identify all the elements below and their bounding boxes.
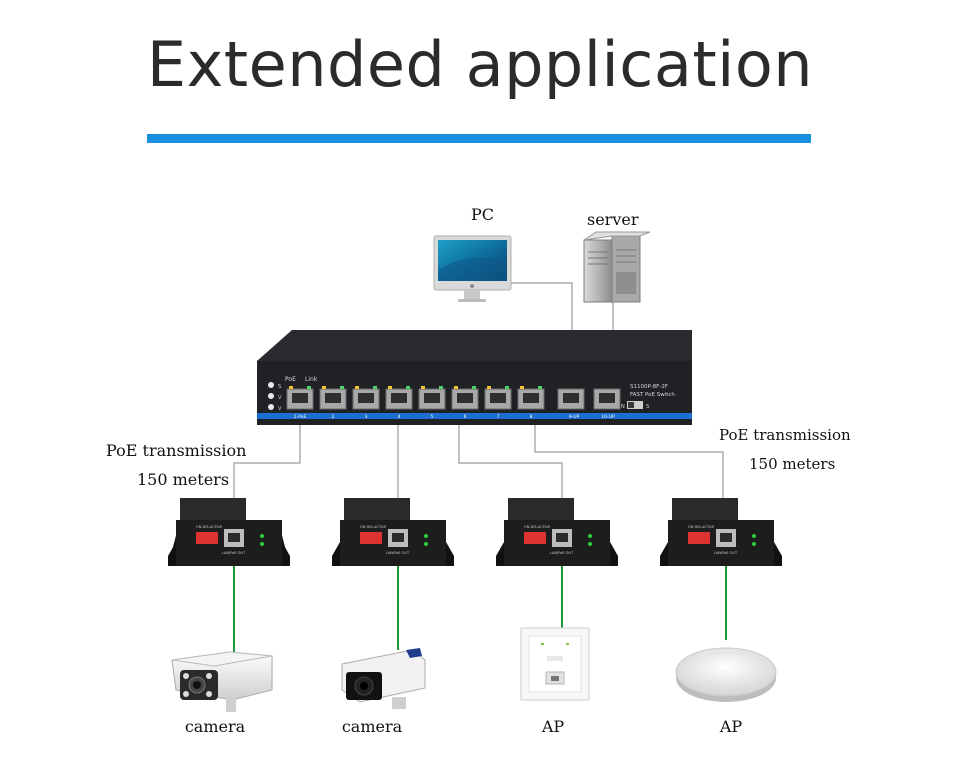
extender-bottom-text: LAN/PoE OUT — [222, 551, 246, 555]
poe-right-line2: 150 meters — [749, 455, 836, 473]
led-v2-icon — [268, 404, 274, 410]
poe-left-line1: PoE transmission — [106, 441, 247, 460]
switch-subtitle: FAST PoE Switch — [630, 392, 675, 398]
pc-monitor-icon — [433, 235, 512, 302]
port-label-4: 4 — [398, 414, 401, 420]
port-label-7: 7 — [497, 414, 500, 420]
dip-label-s: S — [646, 404, 649, 410]
dip-switch-icon — [627, 401, 643, 409]
port-label-5: 5 — [431, 414, 434, 420]
extender-bottom-text: LAN/PoE OUT — [714, 551, 738, 555]
poe-extender-3: ON DIS:ACTIVE LAN/PoE OUT — [496, 498, 618, 566]
extender-bottom-text: LAN/PoE OUT — [550, 551, 574, 555]
extender-top-text: ON DIS:ACTIVE — [196, 525, 222, 529]
port-label-10: 10-UP — [601, 414, 615, 420]
extender-top-text: ON DIS:ACTIVE — [688, 525, 714, 529]
extender-top-text: ON DIS:ACTIVE — [524, 525, 550, 529]
port8-link-line — [534, 418, 724, 498]
port-label-2: 2 — [332, 414, 335, 420]
wall-ap-icon — [520, 627, 590, 701]
dip-switch-icon — [524, 532, 546, 544]
switch-model: S1100P-8F-2F — [630, 384, 668, 390]
endpoint-label-3: AP — [541, 717, 565, 736]
header-poe: PoE — [285, 376, 296, 383]
bullet-camera-icon — [171, 651, 273, 712]
port-label-3: 3 — [365, 414, 368, 420]
poe-extender-2: ON DIS:ACTIVE LAN/PoE OUT — [332, 498, 454, 566]
extender-top-text: ON DIS:ACTIVE — [360, 525, 386, 529]
port-label-1: 1-PoE — [294, 414, 307, 420]
switch-blue-strip — [257, 413, 692, 419]
port1-link-line — [233, 418, 301, 498]
led-v1-icon — [268, 393, 274, 399]
led-label-s: S — [278, 384, 281, 390]
extender-bottom-text: LAN/PoE OUT — [386, 551, 410, 555]
dip-label-n: N — [621, 404, 625, 410]
dip-switch-icon — [360, 532, 382, 544]
port6-link-line — [458, 418, 563, 498]
server-icon — [583, 231, 651, 303]
dip-switch-icon — [688, 532, 710, 544]
pc-label: PC — [471, 205, 495, 224]
poe-extender-1: ON DIS:ACTIVE LAN/PoE OUT — [168, 498, 290, 566]
port-label-6: 6 — [464, 414, 467, 420]
endpoint-label-2: camera — [341, 717, 403, 736]
port-label-8: 8 — [530, 414, 533, 420]
poe-switch: S V V PoE Link S1100P-8F-2F FAST PoE Swi… — [257, 330, 692, 425]
led-label-v1: V — [278, 395, 282, 401]
led-s-icon — [268, 382, 274, 388]
poe-left-line2: 150 meters — [137, 470, 230, 489]
poe-right-line1: PoE transmission — [719, 426, 851, 444]
server-label: server — [587, 210, 639, 229]
title-underline — [147, 134, 811, 143]
port-label-9: 9-UP — [569, 414, 580, 420]
ceiling-ap-icon — [675, 647, 777, 702]
device-lines — [233, 566, 727, 655]
page-title: Extended application — [146, 28, 814, 101]
endpoint-label-1: camera — [184, 717, 246, 736]
led-label-v2: V — [278, 406, 282, 412]
dip-switch-icon — [196, 532, 218, 544]
box-camera-icon — [341, 648, 426, 709]
endpoint-label-4: AP — [719, 717, 743, 736]
poe-extender-4: ON DIS:ACTIVE LAN/PoE OUT — [660, 498, 782, 566]
header-link: Link — [305, 376, 318, 383]
